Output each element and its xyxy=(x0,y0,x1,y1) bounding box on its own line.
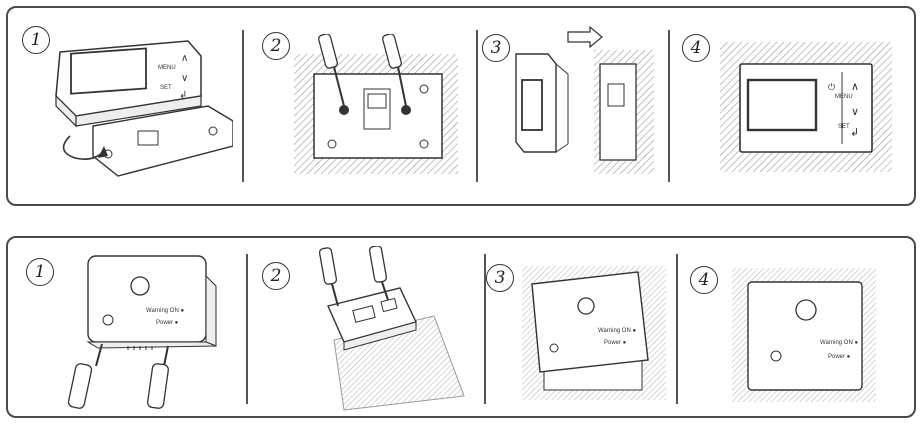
thermostat-attach-illustration xyxy=(515,25,654,174)
thermostat-screen xyxy=(746,78,818,132)
step-badge-4: 4 xyxy=(682,34,710,62)
rotate-arrow-icon xyxy=(62,135,104,160)
receiver-install-panel: 1 Warning ON ● Power ● 2 xyxy=(6,236,916,418)
warning-label: Warning ON ● xyxy=(820,340,858,346)
down-button-icon: ∨ xyxy=(851,106,859,118)
wall-thermostat-install-panel: 1 MENU SET ∧ ∨ ↲ 2 xyxy=(6,6,916,206)
power-button-icon: ⏻ xyxy=(828,82,835,92)
receiver-base-mount-illustration xyxy=(318,246,465,411)
set-label: SET xyxy=(160,85,172,91)
power-label: Power ● xyxy=(604,340,627,346)
screwdriver-icon xyxy=(318,247,339,307)
warning-label: Warning ON ● xyxy=(598,328,636,334)
divider xyxy=(242,30,244,182)
side-backplate xyxy=(599,63,637,161)
down-button-icon: ∨ xyxy=(181,73,188,84)
step-badge-1: 1 xyxy=(22,26,50,54)
thermostat-screen xyxy=(70,47,147,95)
receiver-body xyxy=(87,255,207,343)
backplate xyxy=(92,105,233,177)
menu-label: MENU xyxy=(158,65,176,71)
step-badge-2: 2 xyxy=(262,32,290,60)
return-button-icon: ↲ xyxy=(179,90,187,101)
menu-label: MENU xyxy=(835,94,853,100)
slide-arrow-icon xyxy=(567,25,603,49)
backplate-terminal xyxy=(137,130,159,146)
screwdriver-icon xyxy=(318,34,349,115)
up-button-icon: ∧ xyxy=(181,53,188,64)
receiver-front xyxy=(747,281,863,391)
warning-label: Warning ON ● xyxy=(146,308,184,314)
divider xyxy=(484,254,486,404)
screwdriver-icon xyxy=(368,246,389,301)
power-label: Power ● xyxy=(156,320,179,326)
screwdriver-icon xyxy=(147,345,169,409)
power-label: Power ● xyxy=(828,354,851,360)
thermostat-remove-illustration: MENU SET ∧ ∨ ↲ xyxy=(55,40,233,177)
backplate-mount-illustration xyxy=(294,34,458,174)
divider xyxy=(668,30,670,182)
step-badge-3: 3 xyxy=(482,34,510,62)
set-label: SET xyxy=(838,124,850,130)
step-badge-4: 4 xyxy=(690,266,718,294)
receiver-attach-illustration: Warning ON ● Power ● xyxy=(522,266,666,400)
divider xyxy=(246,254,248,404)
screwdriver-icon xyxy=(67,343,103,409)
receiver-installed-illustration: Warning ON ● Power ● xyxy=(732,268,876,402)
screwdriver-icon xyxy=(382,34,411,115)
step-badge-2: 2 xyxy=(262,262,290,290)
up-button-icon: ∧ xyxy=(851,81,859,93)
receiver-button-icon xyxy=(130,276,150,296)
step-badge-3: 3 xyxy=(486,264,514,292)
receiver-open-illustration: Warning ON ● Power ● xyxy=(67,255,217,409)
step-badge-1: 1 xyxy=(26,258,54,286)
divider xyxy=(476,30,478,182)
receiver-button-icon xyxy=(795,299,817,321)
thermostat-installed-illustration: MENU SET ⏻ ∧ ∨ ↲ xyxy=(720,42,892,172)
receiver-cover xyxy=(531,271,649,373)
return-button-icon: ↲ xyxy=(850,127,859,139)
receiver-button-icon xyxy=(577,297,595,315)
divider xyxy=(676,254,678,404)
screw-hole-icon xyxy=(208,126,218,136)
